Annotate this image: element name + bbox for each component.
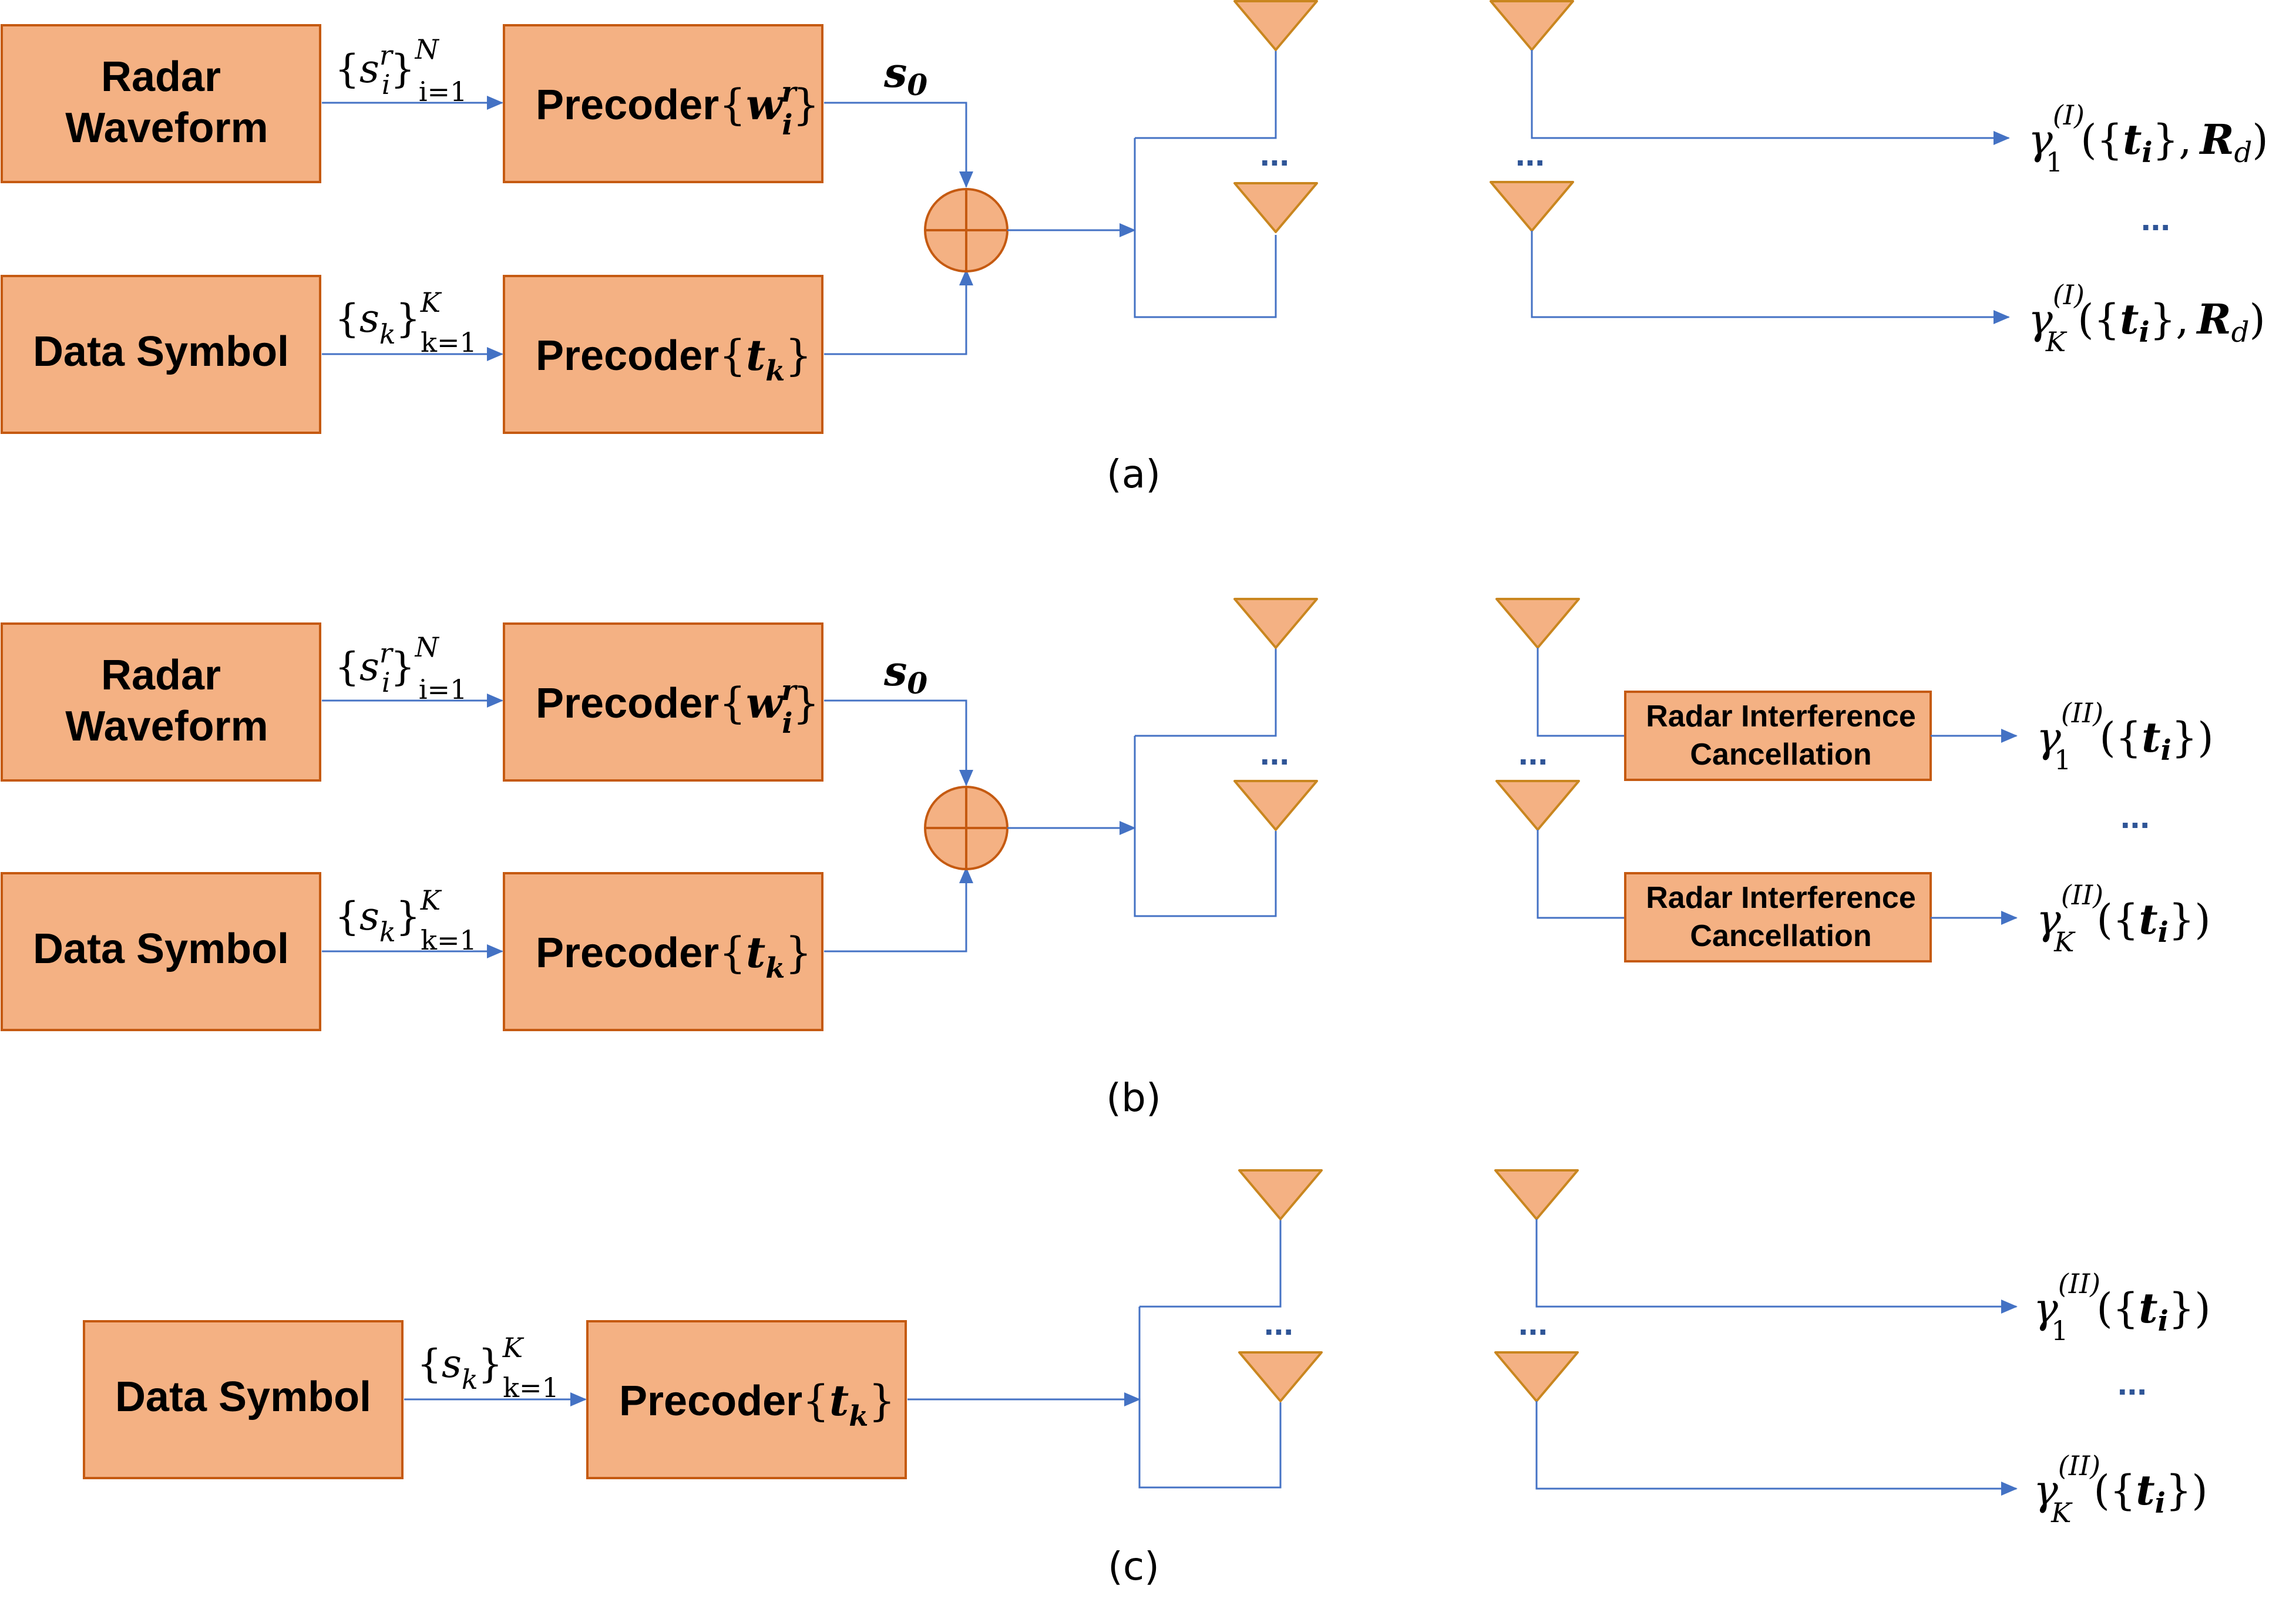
rx2-to-ric: [1537, 830, 1625, 919]
tx-feed-upper: [1135, 648, 1277, 737]
tx-antenna-2: [1233, 780, 1318, 831]
gamma-1-II: γ(II)1({ti}): [2033, 1268, 2211, 1347]
tx-ellipsis: ...: [1264, 1303, 1293, 1342]
rx-ellipsis: ...: [1515, 134, 1545, 173]
tx-feed-lower: [1138, 1307, 1282, 1489]
output-ellipsis-c: ...: [2117, 1363, 2147, 1402]
gamma-K-II: γ(II)K({ti}): [2033, 1450, 2208, 1529]
ric-label-1a: Radar Interference: [1646, 699, 1916, 733]
precoder-w-to-adder: [824, 102, 973, 188]
caption-a: (a): [1107, 452, 1161, 497]
rx-antenna-2: [1494, 1351, 1579, 1402]
tx-ellipsis: ...: [1260, 134, 1289, 173]
rx2-to-output: [1535, 1401, 2018, 1496]
gamma-1-II: γ(II)1({ti}): [2036, 697, 2214, 776]
radar-waveform-box: [1, 24, 321, 183]
ric-label-1b: Cancellation: [1690, 738, 1871, 772]
tx-antenna-2: [1238, 1351, 1323, 1402]
precoder-t-label: Precoder{tk}: [619, 1375, 895, 1433]
radar-interference-cancellation-box-2: [1624, 872, 1932, 962]
output-ellipsis-b: ...: [2120, 796, 2150, 836]
precoder-w-box: [503, 24, 823, 183]
radar-waveform-box: [1, 622, 321, 782]
tx-antenna-1: [1233, 0, 1318, 51]
precoder-t-box: [503, 275, 823, 434]
data-symbol-label: Data Symbol: [115, 1374, 371, 1421]
rx1-to-ric: [1537, 648, 1625, 737]
radar-waveform-label-2: Waveform: [65, 105, 268, 152]
gamma-1-I: γ(I)1({ti},Rd): [2028, 99, 2268, 178]
precoder-t-to-adder: [824, 867, 973, 952]
ric-label-2b: Cancellation: [1690, 919, 1871, 953]
caption-b: (b): [1106, 1075, 1161, 1120]
precoder-t-to-adder: [824, 269, 973, 355]
rx-ellipsis: ...: [1518, 733, 1548, 772]
s0-label: s0: [883, 647, 927, 701]
precoder-w-to-adder: [824, 699, 973, 786]
tx-antenna-2: [1233, 182, 1318, 233]
tx-feed-upper: [1139, 1219, 1282, 1308]
tx-antenna-1: [1238, 1169, 1323, 1220]
data-symbol-box: [83, 1320, 404, 1479]
output-ellipsis-a: ...: [2141, 198, 2170, 238]
rx-antenna-2: [1490, 181, 1574, 232]
tx-feed-lower: [1134, 138, 1277, 318]
rx2-to-output: [1531, 231, 2010, 324]
caption-c: (c): [1108, 1544, 1159, 1589]
rx-antenna-2: [1495, 780, 1580, 831]
tx-antenna-1: [1233, 598, 1318, 649]
radar-waveform-label-1: Radar: [101, 53, 221, 100]
tx-feed-upper: [1135, 50, 1277, 139]
rx-antenna-1: [1495, 598, 1580, 649]
gamma-K-I: γ(I)K({ti},Rd): [2028, 279, 2265, 358]
radar-interference-cancellation-box-1: [1624, 691, 1932, 781]
precoder-t-label: Precoder{tk}: [536, 927, 812, 985]
data-symbol-label: Data Symbol: [33, 925, 289, 972]
precoder-t-label: Precoder{tk}: [536, 330, 812, 388]
rx-ellipsis: ...: [1518, 1303, 1548, 1342]
gamma-K-II: γ(II)K({ti}): [2036, 879, 2211, 958]
tx-feed-lower: [1134, 736, 1277, 917]
data-symbol-label: Data Symbol: [33, 328, 289, 375]
rx-antenna-1: [1490, 0, 1574, 51]
radar-waveform-label-2: Waveform: [65, 703, 268, 750]
data-symbol-box: [1, 872, 321, 1031]
radar-waveform-label-1: Radar: [101, 652, 221, 699]
rx-antenna-1: [1494, 1169, 1579, 1220]
s0-label: s0: [883, 48, 927, 102]
data-symbol-box: [1, 275, 321, 434]
rx1-to-output: [1531, 50, 2010, 145]
precoder-t-box: [586, 1320, 907, 1479]
rx1-to-output: [1535, 1219, 2018, 1314]
precoder-w-box: [503, 622, 823, 782]
precoder-t-box: [503, 872, 823, 1031]
ric-label-2a: Radar Interference: [1646, 881, 1916, 915]
tx-ellipsis: ...: [1260, 733, 1289, 772]
